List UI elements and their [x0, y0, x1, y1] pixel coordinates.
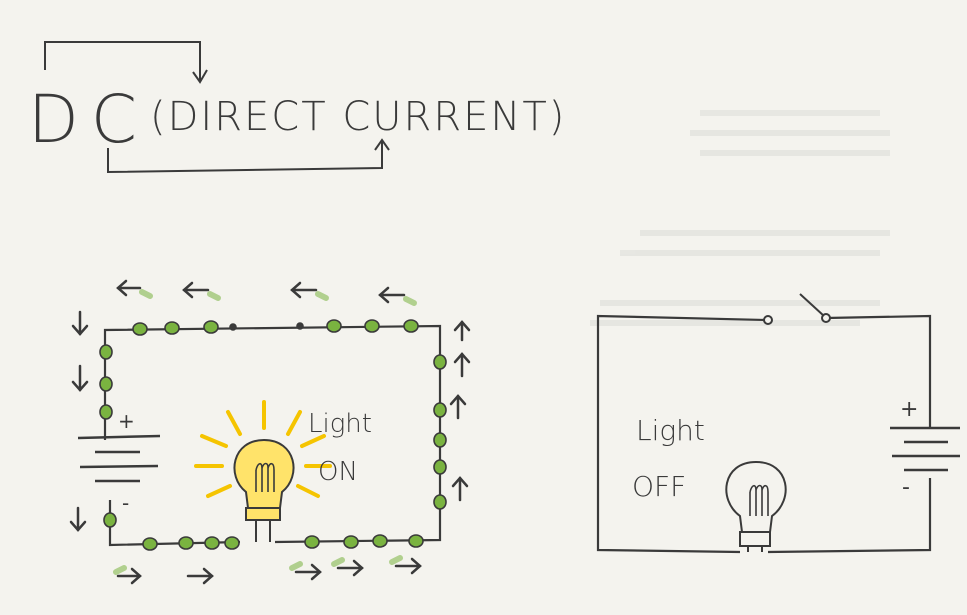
bracket-arrow-top: [44, 41, 201, 80]
electron: [203, 320, 219, 334]
flow-arrows-bottom-glow: [113, 555, 403, 575]
electron: [372, 534, 388, 548]
right-circuit: + - Light OFF: [596, 293, 960, 554]
electron: [132, 322, 148, 336]
glow-rays: [194, 400, 332, 498]
arrow-left-icon: [290, 281, 318, 299]
title: DC (DIRECT CURRENT): [28, 41, 566, 174]
arrow-left-icon: [116, 279, 142, 297]
arrow-up-icon: [449, 394, 467, 420]
flow-arrows-top-glow: [139, 289, 417, 306]
electron: [433, 432, 447, 448]
right-battery-symbol: [890, 426, 960, 472]
unlit-bulb-icon: [725, 460, 787, 552]
electron: [99, 404, 113, 420]
arrow-right-icon: [186, 567, 214, 585]
lit-bulb-icon: [194, 400, 332, 542]
arrow-down-icon: [71, 310, 89, 336]
electrons-bottom: [142, 534, 424, 551]
flow-arrows-right: [449, 320, 471, 502]
left-battery-plus: +: [118, 409, 135, 433]
right-light-label: Light: [636, 414, 705, 447]
arrow-right-icon: [294, 563, 322, 581]
arrow-right-icon: [336, 559, 364, 577]
flow-arrows-top: [116, 279, 406, 304]
right-off-label: OFF: [632, 470, 686, 503]
electron: [433, 354, 447, 370]
left-battery-symbol: [77, 434, 161, 483]
electron: [229, 323, 237, 331]
electron: [296, 322, 304, 330]
electron: [304, 535, 320, 549]
left-circuit: + -: [69, 279, 471, 585]
right-battery-minus: -: [902, 475, 910, 500]
title-direct-current: (DIRECT CURRENT): [150, 94, 566, 140]
electron: [433, 402, 447, 418]
electron: [204, 536, 220, 550]
open-switch-icon: [763, 293, 831, 325]
electron: [343, 535, 359, 549]
electron: [364, 319, 380, 333]
electron: [408, 534, 424, 548]
arrow-right-icon: [116, 567, 142, 585]
bracket-arrow-bottom: [107, 142, 383, 174]
electron: [142, 537, 158, 551]
electrons-top: [132, 319, 419, 336]
arrow-up-icon: [451, 476, 469, 502]
arrow-up-icon: [453, 352, 471, 378]
arrow-left-icon: [378, 286, 406, 304]
arrow-right-icon: [394, 557, 422, 575]
right-wire-loop: [596, 314, 932, 554]
left-battery-minus: -: [122, 491, 129, 515]
arrow-down-icon: [69, 506, 87, 532]
electron: [224, 536, 240, 550]
electron: [403, 319, 419, 333]
electron: [103, 512, 117, 528]
left-on-label: ON: [318, 457, 358, 487]
arrow-up-icon: [453, 320, 471, 342]
electron: [326, 319, 342, 333]
left-light-label: Light: [308, 409, 372, 439]
electron: [164, 321, 180, 335]
right-battery-plus: +: [900, 397, 918, 422]
paper-bleed-through: [590, 110, 890, 326]
electron: [99, 376, 113, 392]
electron: [433, 459, 447, 475]
electrons-right: [433, 354, 447, 510]
arrow-down-icon: [71, 364, 89, 392]
title-dc: DC: [28, 81, 149, 158]
arrow-left-icon: [182, 281, 210, 299]
electron: [99, 344, 113, 360]
electron: [433, 494, 447, 510]
flow-arrows-left: [69, 310, 89, 532]
flow-arrows-bottom: [116, 557, 422, 585]
electrons-left: [99, 344, 117, 528]
electron: [178, 536, 194, 550]
